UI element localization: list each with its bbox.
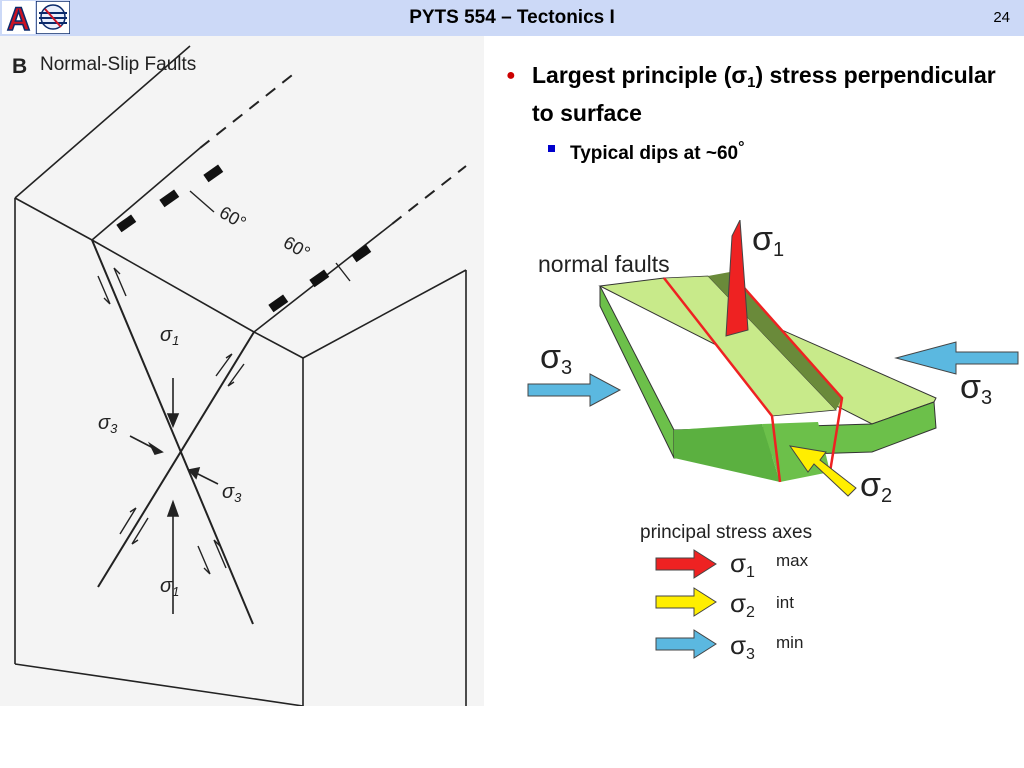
bullet-dot-icon: ● — [506, 67, 516, 84]
sigma1-bottom-label: σ1 — [160, 575, 179, 599]
sigma3-left-arrow-icon — [527, 373, 622, 407]
fault-tick-mark — [309, 269, 330, 288]
fault-tick-mark — [159, 189, 180, 208]
sigma3-right-arrow-icon — [894, 341, 1019, 375]
sigma1-top-label: σ1 — [160, 324, 179, 348]
sigma1-label: σ1 — [752, 220, 784, 261]
sigma2-arrow-icon — [788, 445, 857, 497]
fault-tick-mark — [203, 164, 224, 183]
slide-title: PYTS 554 – Tectonics I — [409, 7, 615, 28]
sigma3-left-label: σ3 — [540, 338, 572, 379]
bullet-sub: Typical dips at ~60° — [502, 135, 1002, 167]
sigma3-right-label: σ3 — [222, 481, 242, 505]
normal-faults-label: normal faults — [538, 251, 670, 277]
svg-text:int: int — [776, 593, 794, 612]
legend-item-max: σ1 max — [655, 548, 809, 581]
normal-fault-stress-diagram: normal faults σ1 σ3 σ3 σ2 principal stre… — [527, 220, 1019, 663]
bullet-list: ● Largest principle (σ1) stress perpendi… — [502, 60, 1002, 167]
bullet-square-icon — [548, 145, 555, 152]
sigma3-right-label: σ3 — [960, 368, 992, 409]
sigma2-label: σ2 — [860, 466, 892, 507]
university-logo-icon: A — [2, 1, 35, 34]
svg-text:σ2: σ2 — [730, 588, 755, 621]
slide-number: 24 — [993, 9, 1010, 26]
bullet-main: ● Largest principle (σ1) stress perpendi… — [506, 62, 996, 126]
svg-text:σ1: σ1 — [730, 548, 755, 581]
svg-text:min: min — [776, 633, 803, 652]
planetary-lab-logo-icon — [36, 1, 70, 34]
fault-tick-mark — [116, 214, 137, 233]
logo-letter: A — [7, 1, 30, 34]
sigma3-left-label: σ3 — [98, 412, 118, 436]
legend-item-int: σ2 int — [655, 587, 794, 621]
svg-text:max: max — [776, 551, 809, 570]
normal-slip-faults-diagram: B Normal-Slip Faults 60° 60° — [0, 36, 484, 706]
header-bar: A PYTS 554 – Tectonics I 24 — [0, 0, 1024, 36]
legend-title: principal stress axes — [640, 522, 812, 543]
legend-item-min: σ3 min — [655, 629, 803, 663]
fault-tick-mark — [351, 244, 372, 263]
svg-text:σ3: σ3 — [730, 630, 755, 663]
figure-title: Normal-Slip Faults — [40, 54, 196, 75]
fault-lines — [663, 271, 844, 483]
sigma1-arrow-icon — [725, 220, 749, 337]
fault-tick-mark — [268, 294, 289, 313]
figure-letter: B — [12, 55, 27, 78]
